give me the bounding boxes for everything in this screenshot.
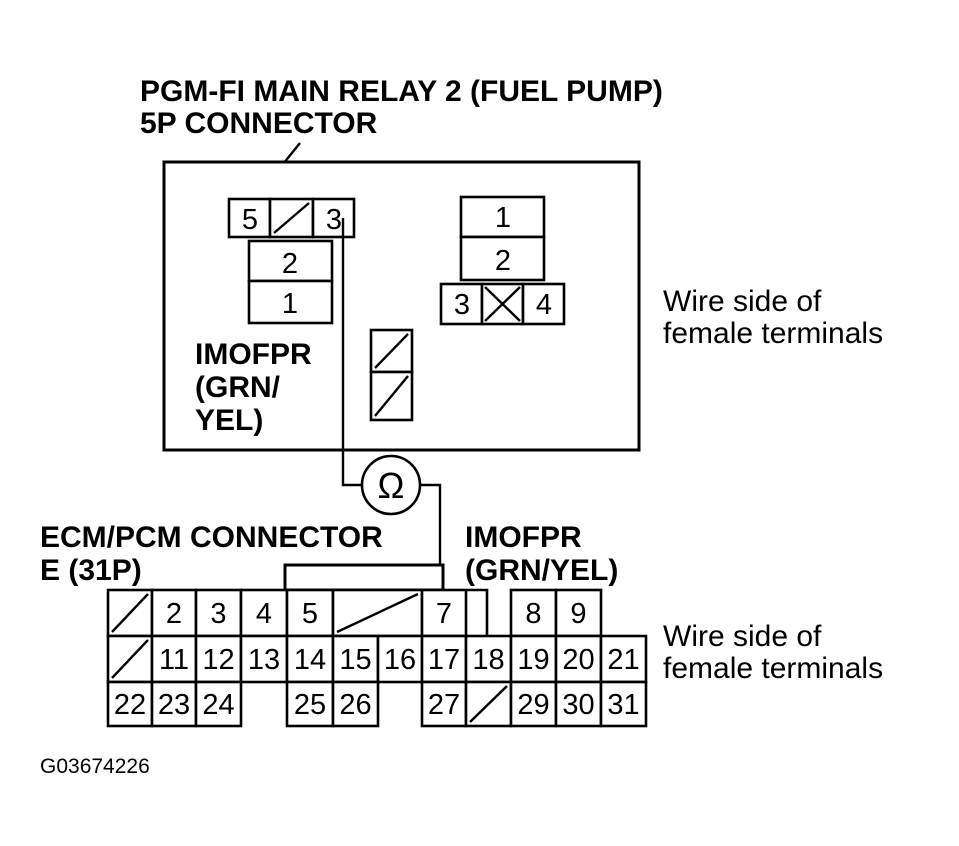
relay-wire-label: YEL)	[195, 404, 263, 437]
ecm-terminal-label: 24	[202, 689, 234, 721]
ecm-terminal-label: 15	[339, 644, 371, 676]
ecm-terminal-label: 20	[562, 644, 594, 676]
ecm-connector-subtitle: E (31P)	[40, 554, 142, 587]
ecm-terminal-label: 22	[114, 689, 146, 721]
ecm-terminal-label: 12	[202, 644, 234, 676]
relay-terminal-label: 2	[282, 248, 298, 280]
ecm-terminal-label: 2	[166, 598, 182, 630]
ecm-terminal-label: 25	[294, 689, 326, 721]
ohmmeter-icon: Ω	[360, 454, 422, 516]
relay-terminal-label: 4	[536, 289, 552, 321]
ecm-terminal	[554, 588, 603, 638]
relay-terminal-block-right: 1 2 3 4	[439, 195, 566, 326]
ecm-terminal	[150, 634, 198, 684]
ecm-connector-title: ECM/PCM CONNECTOR	[40, 521, 383, 554]
ecm-terminal-label: 29	[517, 689, 549, 721]
relay-terminal-3	[311, 197, 356, 239]
relay-wire-label: (GRN/	[195, 371, 281, 404]
ecm-terminal	[239, 588, 289, 638]
relay-terminal-1	[247, 279, 334, 325]
ecm-terminal-label: 17	[428, 644, 460, 676]
ecm-terminal-label: 7	[436, 598, 452, 630]
ecm-terminal	[285, 680, 335, 728]
ecm-terminal	[420, 634, 468, 684]
blank-terminal-slash	[336, 592, 419, 634]
figure-id: G03674226	[40, 755, 150, 778]
ecm-terminal-label: 26	[339, 689, 371, 721]
relay-connector-title: PGM-FI MAIN RELAY 2 (FUEL PUMP)	[140, 75, 663, 108]
ecm-terminal-label: 3	[210, 598, 226, 630]
ecm-terminal-label: 23	[158, 689, 190, 721]
ecm-terminal	[239, 634, 289, 684]
ecm-terminal	[420, 680, 468, 728]
ecm-terminal	[599, 680, 648, 728]
ecm-terminal-label: 5	[302, 598, 318, 630]
relay-terminal-2-right	[459, 235, 546, 282]
ecm-wire-label: IMOFPR	[465, 521, 582, 554]
ecm-terminal-label: 14	[294, 644, 326, 676]
relay-terminal-label: 3	[454, 289, 470, 321]
relay-terminal-label: 1	[495, 202, 511, 234]
ecm-terminal-label: 9	[570, 598, 586, 630]
ecm-frame-edge	[466, 588, 489, 636]
ecm-terminal-label: 30	[562, 689, 594, 721]
blank-terminal-slash	[469, 685, 508, 723]
relay-blank-terminals	[369, 328, 414, 422]
relay-connector-subtitle: 5P CONNECTOR	[140, 107, 378, 140]
relay-side-note: female terminals	[663, 317, 883, 350]
ecm-terminal-label: 11	[159, 644, 189, 676]
relay-terminal-label: 1	[282, 288, 298, 320]
ecm-terminal-label: 16	[384, 644, 416, 676]
blank-terminal-slash	[111, 639, 149, 679]
ecm-wire-label: (GRN/YEL)	[465, 554, 618, 587]
ecm-terminal-label: 31	[607, 689, 639, 721]
ecm-terminal-label: 19	[517, 644, 549, 676]
ecm-terminal	[509, 680, 558, 728]
relay-terminal-5	[227, 197, 272, 239]
relay-terminal-label: 3	[326, 204, 342, 236]
relay-wire-label: IMOFPR	[195, 338, 312, 371]
blank-terminal-slash	[111, 593, 149, 633]
ecm-terminal-label: 18	[472, 644, 504, 676]
relay-terminal-block-left: 5 3 2 1	[227, 197, 356, 325]
ohm-symbol: Ω	[378, 465, 405, 506]
relay-terminal-1-right	[459, 195, 546, 239]
relay-terminal-4-right	[521, 282, 566, 326]
ecm-terminal-label: 13	[248, 644, 280, 676]
relay-terminal-label: 5	[242, 204, 258, 236]
ecm-terminal-label: 27	[428, 689, 460, 721]
ecm-terminal-label: 21	[607, 644, 639, 676]
ecm-terminal	[194, 680, 243, 728]
relay-side-note: Wire side of	[663, 285, 822, 318]
ecm-side-note: female terminals	[663, 652, 883, 685]
ecm-terminal	[194, 634, 243, 684]
ecm-side-note: Wire side of	[663, 620, 822, 653]
relay-terminal-label: 2	[495, 245, 511, 277]
ecm-terminal-label: 4	[256, 598, 272, 630]
ecm-connector-lock	[283, 563, 445, 592]
ecm-terminal-label: 8	[525, 598, 541, 630]
ecm-terminal	[331, 680, 380, 728]
